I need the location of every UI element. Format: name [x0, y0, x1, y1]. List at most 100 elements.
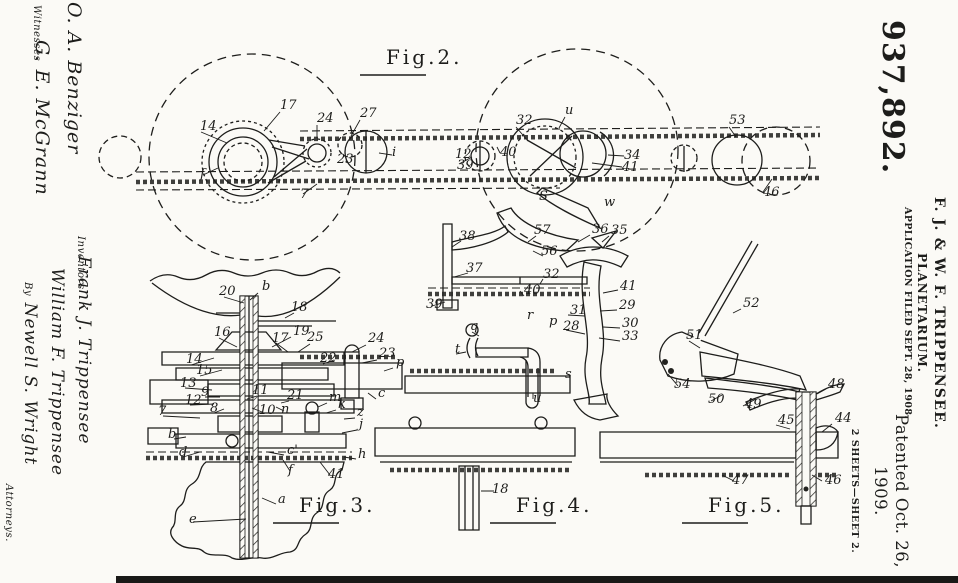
- ref-numeral: p: [549, 314, 558, 329]
- ref-numeral: 16: [214, 325, 231, 340]
- heading-block: F. J. & W. F. TRIPPENSEE. PLANETARIUM. A…: [900, 192, 948, 434]
- attorneys-label: Attorneys.: [3, 256, 14, 556]
- ref-numeral: r: [527, 308, 534, 323]
- ref-numeral: 21: [286, 388, 304, 403]
- ref-numeral: 17: [272, 331, 289, 346]
- ref-numeral: s: [565, 367, 572, 382]
- ref-numeral: 40: [523, 283, 541, 298]
- ref-numeral: k: [338, 397, 346, 412]
- figure-caption-fig3: Fig.3.: [299, 493, 376, 517]
- ref-numeral: 52: [743, 296, 760, 311]
- ref-numeral: 48: [827, 377, 845, 392]
- ref-numeral: c: [378, 386, 386, 401]
- ref-numeral: 17: [280, 98, 297, 113]
- ref-numeral: 18: [492, 482, 509, 497]
- witness-signature: O. A. Benziger: [58, 2, 90, 262]
- ref-numeral: 45: [777, 413, 795, 428]
- ref-numeral: 46: [762, 185, 780, 200]
- ref-numeral: 36: [592, 222, 609, 237]
- ref-numeral: p: [396, 355, 405, 370]
- ref-numeral: 7: [158, 404, 167, 419]
- figure-caption-fig4: Fig.4.: [516, 493, 593, 517]
- ref-numeral: 32: [543, 267, 560, 282]
- fig5-labels: Fig.5.52515450494845444746: [674, 296, 852, 523]
- ref-numeral: 15: [196, 363, 213, 378]
- ref-numeral: 33: [622, 329, 639, 344]
- patented-date-line: Patented Oct. 26, 1909.: [870, 402, 912, 580]
- ref-numeral: w: [604, 195, 615, 210]
- ref-numeral: 31: [570, 303, 587, 318]
- ref-numeral: 9: [201, 385, 209, 400]
- ref-numeral: h: [358, 447, 366, 462]
- ref-numeral: 46: [824, 473, 842, 488]
- fig5-drawing: Fig.5.52515450494845444746: [600, 241, 852, 524]
- inventor-signature: William F. Trippensee: [43, 256, 70, 556]
- ref-numeral: d: [179, 445, 187, 460]
- ref-numeral: S: [539, 189, 548, 204]
- ref-numeral: 20: [218, 284, 236, 299]
- inventor-signatures: Frank J. Trippensee William F. Trippense…: [3, 256, 97, 556]
- attorney-signature-line: By Newell S. Wright: [14, 256, 43, 556]
- ref-numeral: c': [287, 443, 298, 458]
- ref-numeral: 23: [336, 152, 354, 167]
- ref-numeral: 41: [621, 160, 639, 175]
- ref-numeral: 29: [618, 298, 636, 313]
- ref-numeral: 51: [686, 328, 703, 343]
- ref-numeral: b: [168, 427, 176, 442]
- application-filed-line: APPLICATION FILED SEPT. 28, 1908.: [900, 192, 914, 434]
- scan-edge-artifact: [116, 576, 958, 583]
- ref-numeral: 13: [180, 376, 197, 391]
- patent-number: 937,892.: [875, 20, 910, 174]
- ref-numeral: 38: [459, 229, 476, 244]
- ref-numeral: 49: [744, 397, 762, 412]
- ref-numeral: 37: [466, 261, 483, 276]
- ref-numeral: 22: [319, 351, 337, 366]
- fig4-drawing: Fig.4.383739324057563635412931303328rpqt…: [375, 208, 639, 530]
- witness-signatures: O. A. Benziger G. E. McGrann: [26, 2, 90, 262]
- sheet-number-line: 2 SHEETS—SHEET 2.: [848, 402, 861, 580]
- ref-numeral: 54: [674, 377, 691, 392]
- ref-numeral: q: [470, 319, 478, 334]
- ref-numeral: 8: [210, 401, 218, 416]
- ref-numeral: 41: [619, 279, 637, 294]
- ref-numeral: f: [287, 463, 295, 478]
- ref-numeral: 39: [457, 158, 474, 173]
- fig3-labels: Fig.3.20b1816191725242322p14151391121127…: [158, 279, 405, 527]
- ref-numeral: 14: [200, 119, 217, 134]
- ref-numeral: 25: [306, 330, 324, 345]
- by-label: By: [22, 282, 33, 296]
- ref-numeral: 41: [327, 467, 345, 482]
- attorney-signature: Newell S. Wright: [20, 303, 40, 466]
- inventor-signature: Frank J. Trippensee: [70, 256, 97, 556]
- ref-numeral: n: [281, 402, 289, 417]
- ref-numeral: 24: [367, 331, 385, 346]
- ref-numeral: 27: [359, 106, 377, 121]
- ref-numeral: 12: [185, 393, 202, 408]
- inventors-names-line: F. J. & W. F. TRIPPENSEE.: [930, 192, 948, 434]
- ref-numeral: 50: [708, 392, 725, 407]
- ref-numeral: a: [278, 492, 286, 507]
- witness-signature: G. E. McGrann: [26, 2, 58, 262]
- ref-numeral: 23: [378, 346, 396, 361]
- ref-numeral: 24: [316, 111, 334, 126]
- ref-numeral: 35: [611, 223, 628, 238]
- ref-numeral: u: [565, 103, 573, 118]
- ref-numeral: 40: [499, 145, 517, 160]
- fig3-drawing: Fig.3.20b1816191725242322p14151391121127…: [146, 268, 405, 559]
- ref-numeral: 53: [729, 113, 746, 128]
- ref-numeral: 32: [516, 113, 533, 128]
- figure-caption-fig2: Fig.2.: [386, 45, 463, 69]
- ref-numeral: 18: [291, 300, 308, 315]
- ref-numeral: u: [533, 391, 541, 406]
- figure-caption-fig5: Fig.5.: [708, 493, 785, 517]
- ref-numeral: b: [262, 279, 270, 294]
- invention-title: PLANETARIUM.: [914, 192, 930, 434]
- ref-numeral: t: [455, 342, 461, 357]
- fig2-labels: Fig.2.1417242723if732u1239403441Sw5346: [199, 45, 780, 210]
- ref-numeral: 39: [426, 297, 443, 312]
- ref-numeral: 56: [541, 244, 558, 259]
- patented-block: Patented Oct. 26, 1909. 2 SHEETS—SHEET 2…: [848, 402, 912, 580]
- ref-numeral: 47: [731, 473, 749, 488]
